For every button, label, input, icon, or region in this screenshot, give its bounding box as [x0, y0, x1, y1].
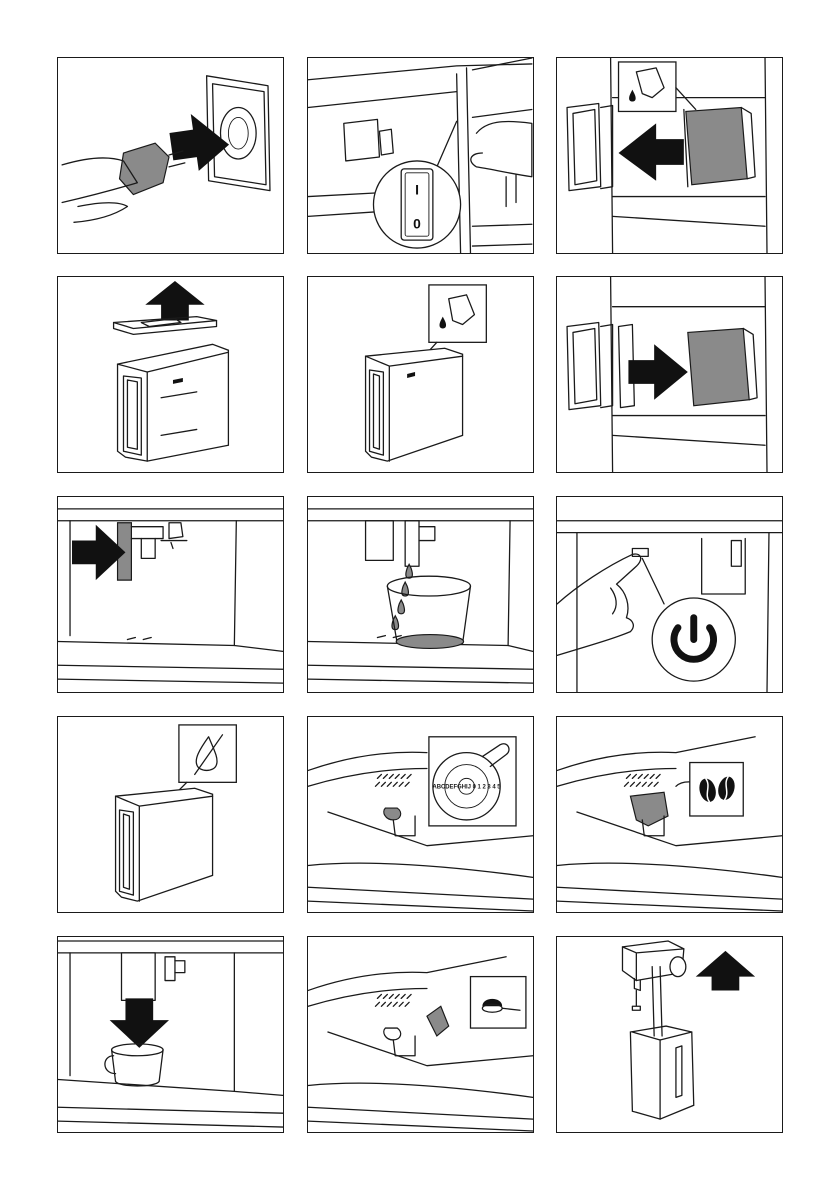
panel-10-empty-tank	[57, 716, 284, 913]
panel-15-milk-container	[556, 936, 783, 1133]
grind-dial-icon: ABCDEFGHIJ 0 1 2 3 4 5	[429, 737, 516, 826]
milk-container-icon	[622, 941, 693, 1119]
fill-water-icon	[619, 62, 696, 111]
coffee-beans-icon	[690, 763, 743, 816]
water-drops-icon	[392, 564, 412, 629]
coffee-outlet-icon	[118, 523, 187, 580]
arrow-down-icon	[110, 998, 169, 1047]
arrow-up-icon	[145, 281, 204, 321]
panel-9-power-on	[556, 496, 783, 693]
arrow-left-icon	[619, 123, 684, 180]
hand-icon	[557, 554, 641, 655]
arrow-up-icon	[696, 951, 755, 991]
water-tank-icon	[366, 348, 463, 461]
water-tank-icon	[688, 328, 757, 405]
panel-2-main-switch: I 0	[307, 57, 534, 254]
water-tank-icon	[684, 107, 755, 186]
panel-3-insert-tank	[556, 57, 783, 254]
panel-7-outlet	[57, 496, 284, 693]
water-tank-icon	[118, 344, 229, 461]
panel-4-remove-lid	[57, 276, 284, 473]
switch-off-label: 0	[413, 215, 421, 231]
panel-1-plug-in	[57, 57, 284, 254]
wall-socket-icon	[207, 76, 270, 191]
arrow-right-icon	[628, 344, 687, 399]
water-tank-icon	[116, 788, 213, 901]
water-tank-lid-icon	[114, 317, 217, 335]
power-button-icon	[652, 598, 735, 681]
panel-5-fill-tank	[307, 276, 534, 473]
power-plug-icon	[62, 143, 185, 222]
coffee-cup-icon	[105, 1044, 163, 1086]
panel-8-rinse	[307, 496, 534, 693]
main-switch-icon: I 0	[373, 161, 460, 248]
ground-coffee-scoop-icon	[470, 977, 525, 1028]
hand-icon	[471, 121, 532, 176]
panel-11-grind-setting: ABCDEFGHIJ 0 1 2 3 4 5	[307, 716, 534, 913]
panel-14-ground-coffee	[307, 936, 534, 1133]
panel-13-dispense	[57, 936, 284, 1133]
switch-on-label: I	[415, 182, 419, 198]
grind-dial-text: ABCDEFGHIJ 0 1 2 3 4 5	[432, 784, 501, 790]
panel-6-insert-tank	[556, 276, 783, 473]
panel-12-beans	[556, 716, 783, 913]
